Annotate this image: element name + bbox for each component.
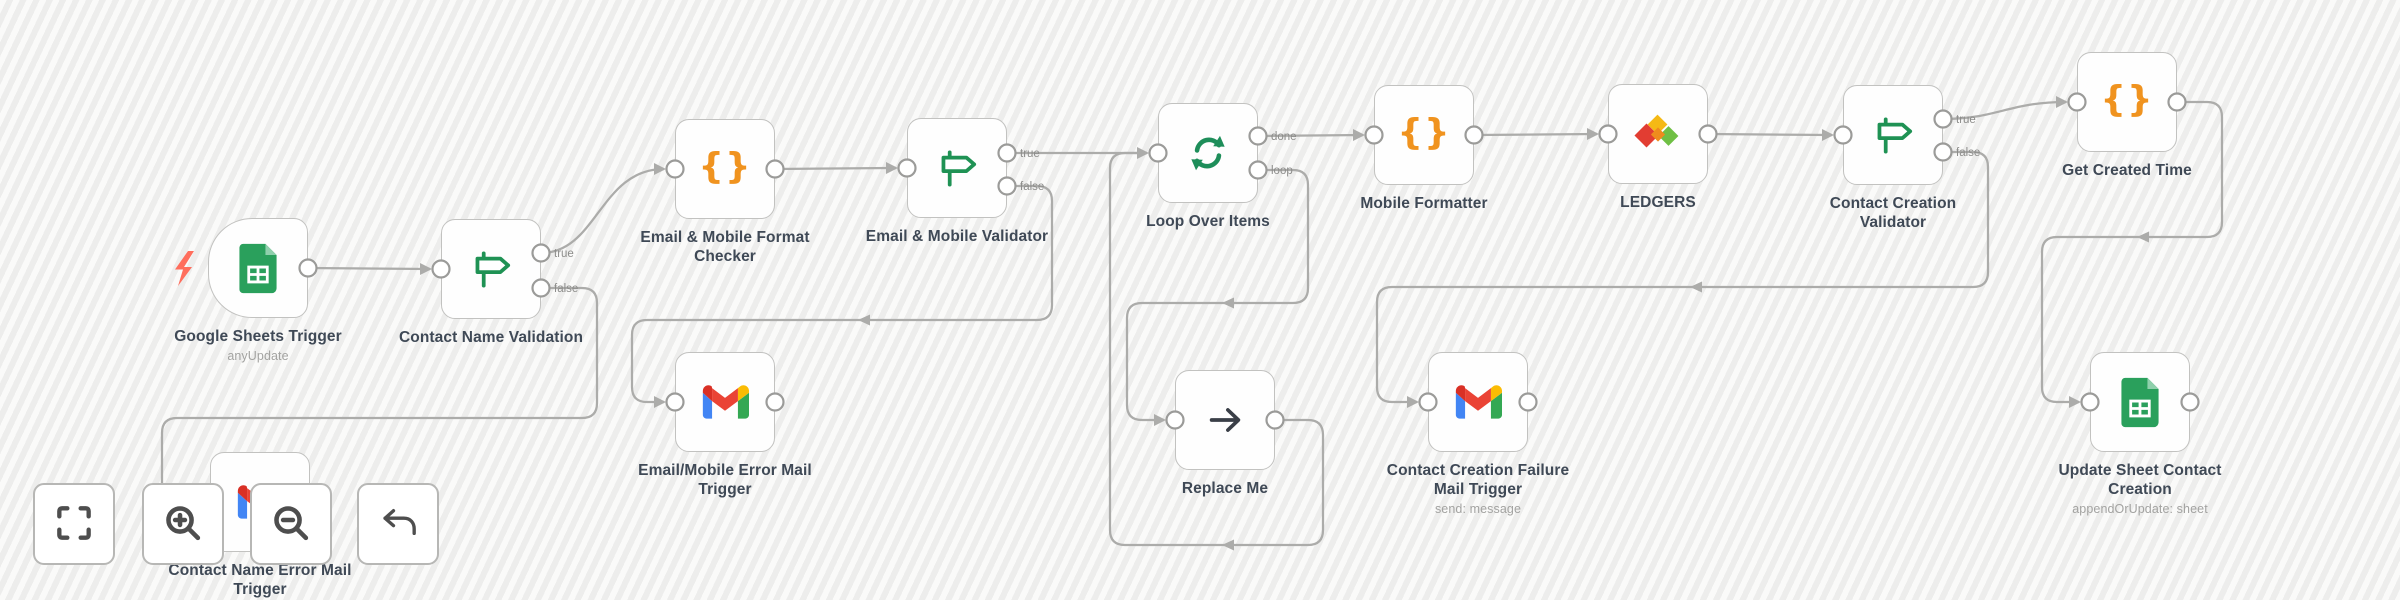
gmail-icon [701, 383, 749, 421]
gmail-icon [1454, 383, 1502, 421]
google-sheets-icon [237, 242, 279, 294]
fit-view-button[interactable] [33, 483, 115, 565]
email-mobile-error-mail-trigger[interactable] [675, 352, 775, 452]
undo-button[interactable] [357, 483, 439, 565]
contact-name-validation[interactable] [441, 219, 541, 319]
node-label: Email & Mobile Validator [865, 228, 1049, 245]
zoom-out-icon [270, 502, 312, 547]
fit-view-icon [54, 503, 94, 546]
zoom-in-button[interactable] [142, 483, 224, 565]
ledgers-icon [1633, 111, 1683, 157]
arrow-right-icon [1202, 397, 1248, 443]
ledgers[interactable] [1608, 84, 1708, 184]
google-sheets-trigger[interactable] [208, 218, 308, 318]
update-sheet-contact-creation[interactable] [2090, 352, 2190, 452]
node-label: Contact Creation Validator [1829, 195, 1957, 232]
signpost-if-icon [1868, 110, 1918, 160]
node-label: Replace Me [1181, 480, 1269, 497]
node-label: Mobile Formatter [1360, 195, 1488, 212]
node-label: Get Created Time [2062, 162, 2192, 179]
node-label: Loop Over Items [1146, 213, 1270, 230]
node-label: Google Sheets Trigger [174, 328, 342, 345]
loop-icon [1183, 128, 1233, 178]
zoom-out-button[interactable] [250, 483, 332, 565]
node-label: Contact Name Error Mail Trigger [168, 562, 352, 599]
node-label: LEDGERS [1620, 194, 1696, 211]
code-braces-icon: {} [698, 146, 752, 187]
zoom-in-icon [162, 502, 204, 547]
node-label: Email/Mobile Error Mail Trigger [638, 462, 812, 499]
node-sublabel: appendOrUpdate: sheet [2072, 502, 2208, 517]
code-braces-icon: {} [1397, 112, 1451, 153]
node-label: Update Sheet Contact Creation [2058, 462, 2222, 499]
mobile-formatter[interactable]: {} [1374, 85, 1474, 185]
node-sublabel: anyUpdate [227, 349, 289, 364]
email-mobile-validator[interactable] [907, 118, 1007, 218]
node-label: Email & Mobile Format Checker [640, 229, 810, 266]
code-braces-icon: {} [2100, 79, 2154, 120]
signpost-if-icon [932, 143, 982, 193]
signpost-if-icon [466, 244, 516, 294]
node-sublabel: send: message [1434, 502, 1522, 517]
email-mobile-format-checker[interactable]: {} [675, 119, 775, 219]
node-label: Contact Creation Failure Mail Trigger [1386, 462, 1570, 499]
contact-creation-validator[interactable] [1843, 85, 1943, 185]
undo-icon [376, 503, 420, 546]
loop-over-items[interactable] [1158, 103, 1258, 203]
replace-me[interactable] [1175, 370, 1275, 470]
get-created-time[interactable]: {} [2077, 52, 2177, 152]
node-label: Contact Name Validation [398, 329, 584, 346]
contact-creation-failure-mail-trigger[interactable] [1428, 352, 1528, 452]
google-sheets-icon [2119, 376, 2161, 428]
